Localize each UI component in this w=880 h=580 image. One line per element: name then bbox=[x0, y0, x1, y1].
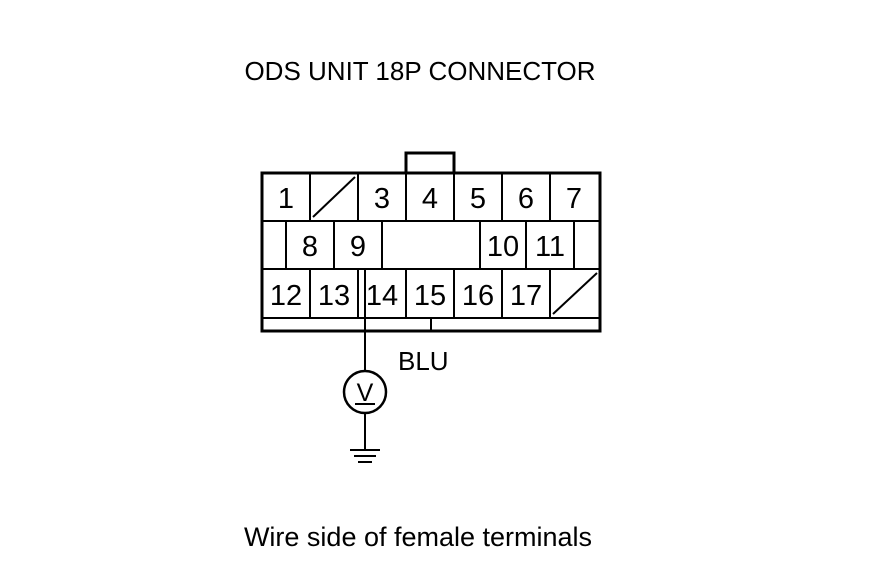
pin-16-label: 16 bbox=[462, 280, 494, 312]
voltmeter-symbol: V bbox=[357, 379, 374, 407]
ground-icon bbox=[350, 449, 380, 463]
diagram-caption: Wire side of female terminals bbox=[244, 522, 592, 552]
wire-color-label: BLU bbox=[398, 346, 449, 376]
pin-3-label: 3 bbox=[374, 183, 390, 215]
connector-lock-tab bbox=[404, 151, 456, 175]
pin-8-label: 8 bbox=[302, 231, 318, 263]
pin-12-label: 12 bbox=[270, 280, 302, 312]
pin-7-label: 7 bbox=[566, 183, 582, 215]
pin-4-label: 4 bbox=[422, 183, 438, 215]
pin-6-label: 6 bbox=[518, 183, 534, 215]
voltmeter-icon: V bbox=[342, 369, 388, 415]
pin-11-label: 11 bbox=[535, 231, 565, 263]
pin-10-label: 10 bbox=[487, 231, 519, 263]
pin-1-label: 1 bbox=[278, 183, 294, 215]
pin-13-label: 13 bbox=[318, 280, 350, 312]
pin-15-label: 15 bbox=[414, 280, 446, 312]
diagram-title: ODS UNIT 18P CONNECTOR bbox=[244, 56, 595, 86]
empty-cavity-slash bbox=[552, 272, 598, 315]
empty-cavity-slash bbox=[312, 176, 356, 218]
pin-5-label: 5 bbox=[470, 183, 486, 215]
pin-9-label: 9 bbox=[350, 231, 366, 263]
pin-17-label: 17 bbox=[510, 280, 542, 312]
pin-14-label: 14 bbox=[366, 280, 398, 312]
connector-18p: 1 3 4 5 6 7 8 9 10 11 12 13 14 15 16 17 bbox=[260, 151, 602, 333]
